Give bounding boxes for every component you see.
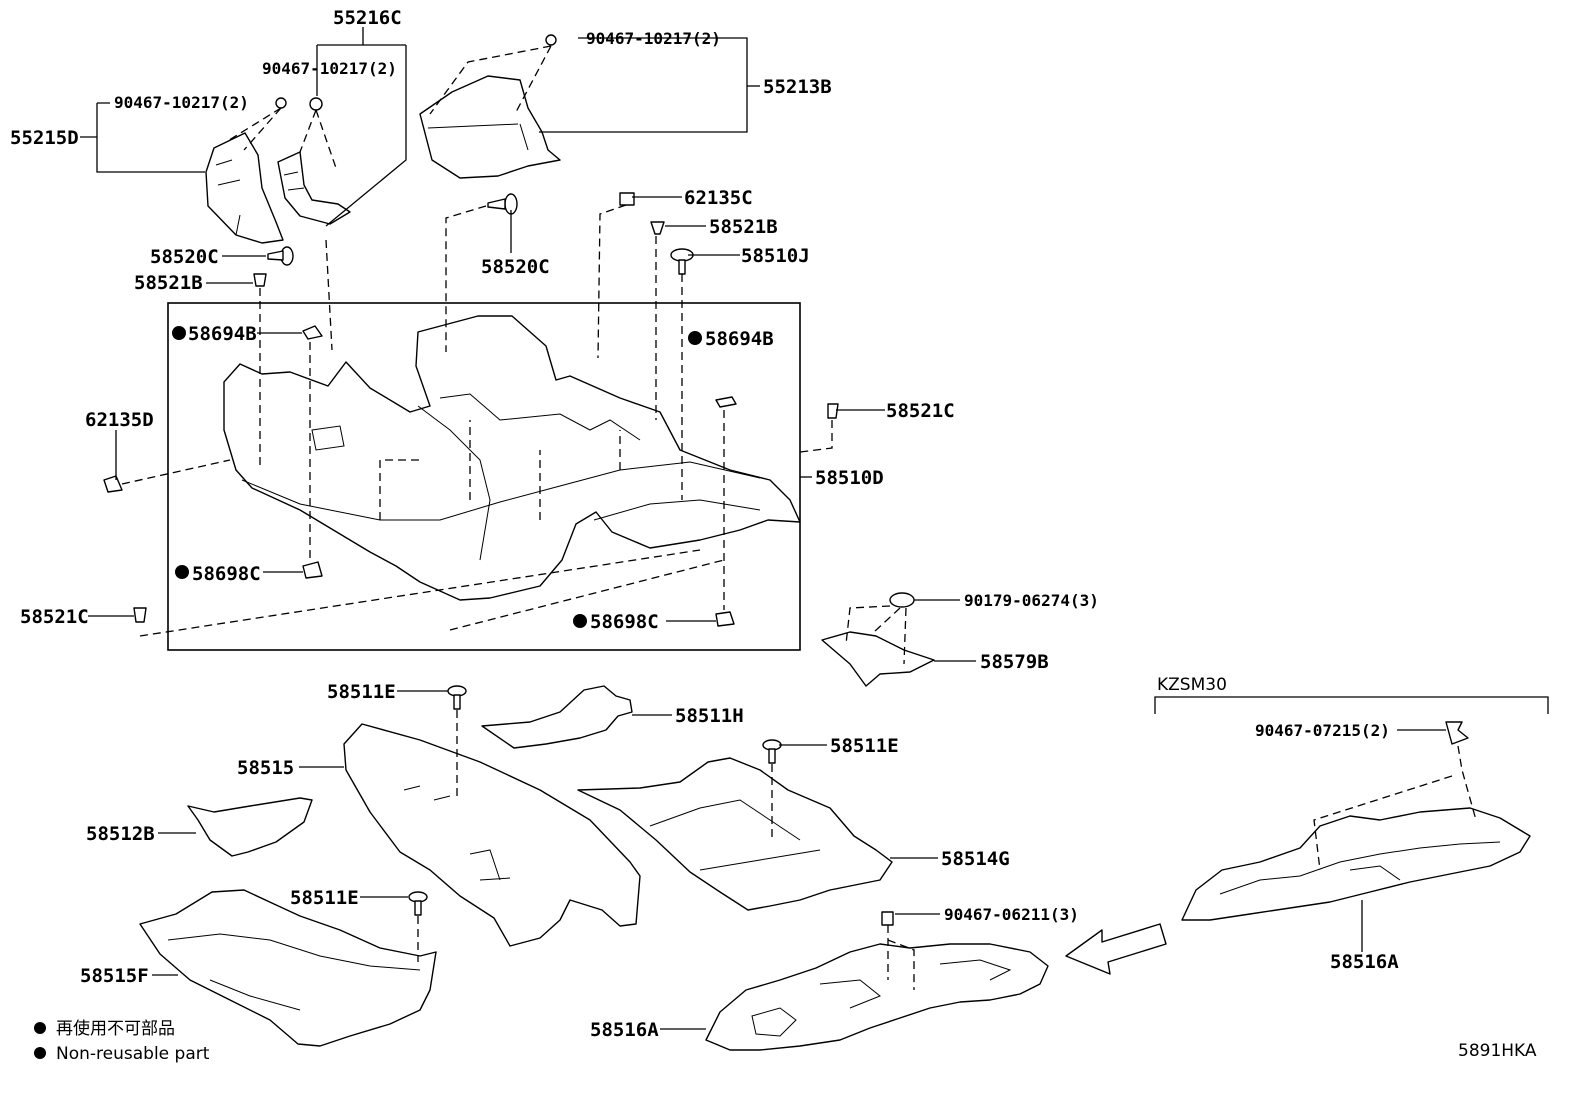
diagram-code: 5891HKA (1458, 1041, 1537, 1061)
label-58521c-right: 58521C (886, 400, 955, 422)
clip-icon (133, 607, 147, 623)
label-58694b-right: 58694B (705, 328, 774, 350)
clip-icon (619, 192, 635, 206)
screw-icon (487, 198, 506, 210)
label-58514g: 58514G (941, 848, 1010, 870)
legend-jp: 再使用不可部品 (56, 1018, 175, 1039)
nut-icon (889, 592, 915, 608)
label-58520c-center: 58520C (481, 256, 550, 278)
label-58512b: 58512B (86, 823, 155, 845)
label-58579b: 58579B (980, 651, 1049, 673)
label-62135d: 62135D (85, 409, 154, 431)
part-shapes (139, 75, 1531, 1051)
clip-icon (715, 396, 737, 408)
clip-icon (309, 97, 323, 111)
clip-icon (650, 221, 665, 235)
legend: 再使用不可部品 Non-reusable part (56, 1018, 210, 1064)
label-62135c: 62135C (684, 187, 753, 209)
label-90179-06274: 90179-06274(3) (964, 591, 1099, 610)
label-58511e-low: 58511E (290, 887, 359, 909)
non-reusable-dot (172, 326, 186, 340)
label-58521c-left: 58521C (20, 606, 89, 628)
clip-icon (881, 911, 894, 926)
fasteners (103, 34, 1469, 926)
label-58516a-lower: 58516A (590, 1019, 659, 1041)
clip-icon (827, 403, 839, 419)
legend-dot (34, 1047, 46, 1059)
part-58516a-upper (1181, 807, 1531, 921)
clip-icon (715, 611, 735, 627)
label-55213b: 55213B (763, 76, 832, 98)
part-58511h (481, 685, 633, 749)
label-90467-10217-top: 90467-10217(2) (586, 29, 721, 48)
non-reusable-dot (175, 565, 189, 579)
screw-icon (768, 748, 776, 764)
label-58510j: 58510J (741, 245, 810, 267)
label-58511h: 58511H (675, 705, 744, 727)
clip-icon (103, 475, 123, 493)
label-58520c-left: 58520C (150, 246, 219, 268)
clip-icon (545, 34, 557, 46)
part-55216c (277, 151, 351, 225)
label-58698c-right: 58698C (590, 611, 659, 633)
label-58510d: 58510D (815, 467, 884, 489)
label-58698c-left: 58698C (192, 563, 261, 585)
label-90467-07215: 90467-07215(2) (1255, 721, 1390, 740)
clip-icon (302, 561, 323, 579)
part-labels: 55216C 90467-10217(2) 55213B 90467-10217… (10, 7, 1399, 1041)
label-58511e-top: 58511E (327, 681, 396, 703)
label-90467-10217-left: 90467-10217(2) (114, 93, 249, 112)
screw-icon (267, 250, 284, 261)
non-reusable-dot (573, 614, 587, 628)
label-58515f: 58515F (80, 965, 149, 987)
part-55215d (205, 132, 284, 244)
non-reusable-dot (688, 331, 702, 345)
clip-icon (302, 325, 323, 340)
part-58510d (223, 315, 801, 601)
label-58515: 58515 (237, 757, 294, 779)
legend-en: Non-reusable part (56, 1044, 210, 1064)
label-58521b-left: 58521B (134, 272, 203, 294)
label-55215d: 55215D (10, 127, 79, 149)
label-58511e-mid: 58511E (830, 735, 899, 757)
label-55216c: 55216C (333, 7, 402, 29)
clip-icon (253, 273, 267, 287)
label-90467-06211: 90467-06211(3) (944, 905, 1079, 924)
part-55213b (419, 75, 561, 179)
leader-lines (80, 27, 1446, 1030)
clip-icon (275, 97, 287, 109)
label-58694b-left: 58694B (188, 323, 257, 345)
part-58579b (821, 631, 935, 687)
label-58516a-right: 58516A (1330, 951, 1399, 973)
label-58521b-right: 58521B (709, 216, 778, 238)
part-58515 (343, 723, 641, 947)
clip-icon (1445, 721, 1469, 745)
label-kzsm30: KZSM30 (1157, 675, 1227, 695)
part-58514g (577, 757, 893, 911)
arrow-icon (1065, 923, 1167, 975)
screw-icon (414, 900, 422, 916)
screw-icon (678, 259, 686, 275)
part-58512b (187, 797, 313, 857)
assembly-lines (121, 45, 1477, 990)
screw-icon (453, 694, 461, 710)
legend-dot (34, 1022, 46, 1034)
part-58515f (139, 889, 437, 1047)
kzsm30-bracket (1154, 696, 1549, 714)
label-90467-10217-mid: 90467-10217(2) (262, 59, 397, 78)
